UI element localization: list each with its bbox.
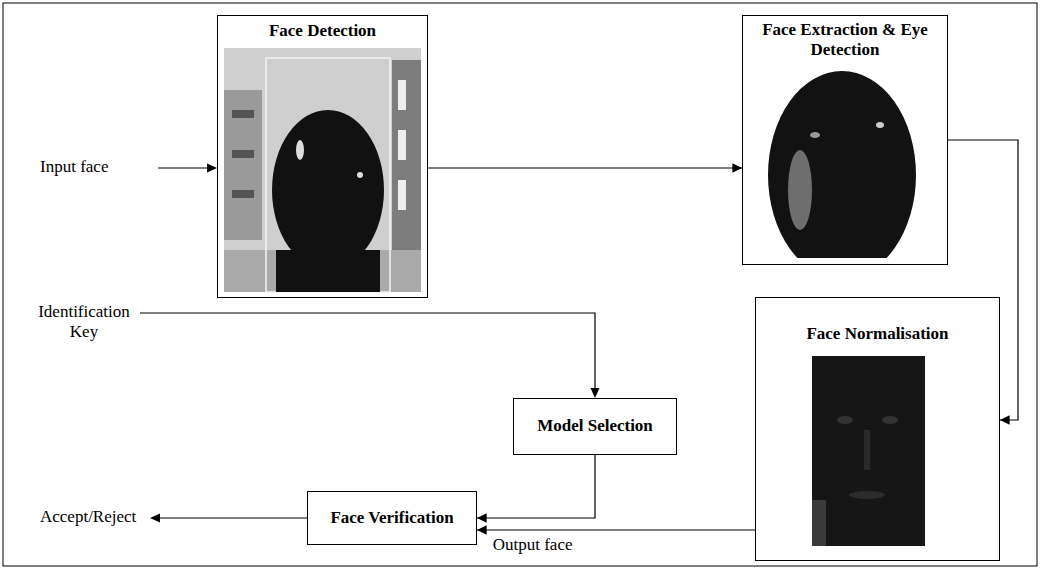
connector-arrow bbox=[477, 455, 595, 518]
photo-shelf bbox=[232, 150, 254, 158]
node-title: Face Verification bbox=[324, 508, 459, 528]
face-highlight bbox=[357, 172, 363, 178]
node-title: Face Normalisation bbox=[800, 324, 954, 344]
extraction-photo bbox=[765, 66, 920, 258]
face-silhouette bbox=[768, 71, 916, 258]
eye-highlight bbox=[876, 122, 884, 128]
face-feature bbox=[849, 491, 885, 499]
result-arrow bbox=[158, 517, 307, 518]
process-box: Face Extraction & Eye Detection bbox=[742, 15, 948, 265]
process-box: Face Detection bbox=[217, 15, 428, 298]
face-feature bbox=[837, 416, 853, 424]
photo-ground bbox=[224, 48, 421, 292]
connector-arrow bbox=[477, 529, 755, 530]
process-box: Face Verification bbox=[307, 491, 477, 545]
photo-ground bbox=[812, 356, 925, 546]
photo-floor bbox=[224, 250, 421, 292]
detection-photo bbox=[224, 48, 421, 292]
connector-arrow bbox=[948, 140, 1018, 420]
face-highlight bbox=[296, 140, 304, 160]
photo-shelf bbox=[232, 190, 254, 198]
key-line bbox=[140, 313, 595, 390]
arrow-head bbox=[207, 164, 217, 173]
face-feature bbox=[812, 500, 826, 546]
photo-window bbox=[398, 130, 406, 160]
flow-label: Input face bbox=[40, 157, 108, 177]
shoulders bbox=[276, 250, 380, 292]
arrow-head bbox=[150, 514, 160, 523]
normalised-photo bbox=[812, 356, 925, 546]
photo-shelf bbox=[224, 90, 262, 240]
detection-rectangle bbox=[266, 58, 390, 292]
process-box: Model Selection bbox=[513, 398, 677, 455]
photo-building bbox=[392, 60, 421, 260]
node-title: Face Extraction & Eye Detection bbox=[743, 20, 947, 61]
face-feature bbox=[864, 430, 870, 470]
edge-label: Output face bbox=[491, 535, 575, 555]
face-silhouette bbox=[272, 110, 384, 270]
flow-label: Identification Key bbox=[28, 302, 140, 343]
photo-window bbox=[398, 80, 406, 110]
eye-highlight bbox=[810, 132, 820, 138]
face-highlight bbox=[788, 150, 812, 230]
process-box: Face Normalisation bbox=[755, 297, 1000, 561]
photo-window bbox=[398, 180, 406, 210]
flow-label: Accept/Reject bbox=[40, 507, 136, 527]
node-title: Model Selection bbox=[531, 416, 659, 436]
connector-arrow bbox=[428, 167, 742, 168]
arrow-head bbox=[591, 388, 600, 398]
input-arrow bbox=[158, 167, 209, 168]
outer-frame bbox=[3, 3, 1037, 566]
node-title: Face Detection bbox=[263, 21, 382, 41]
face-feature bbox=[882, 416, 898, 424]
photo-shelf bbox=[232, 110, 254, 118]
